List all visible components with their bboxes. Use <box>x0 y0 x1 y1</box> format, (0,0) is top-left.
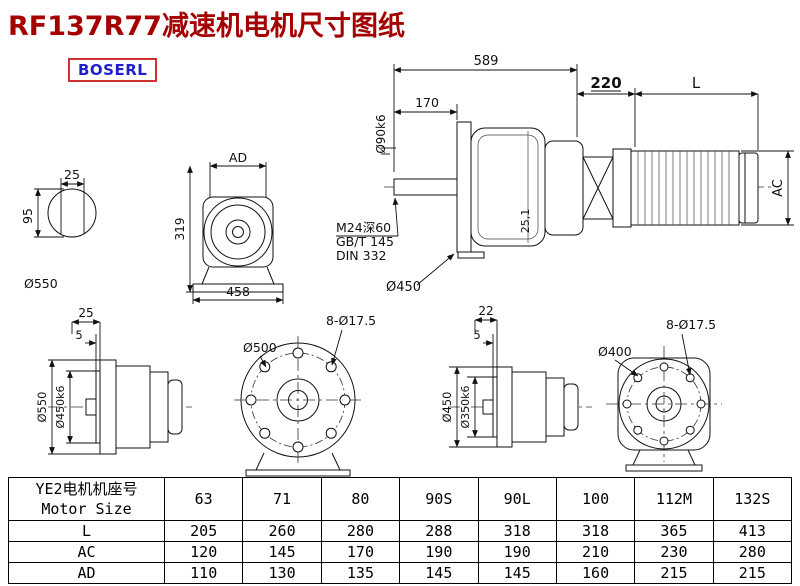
size-cell: 100 <box>555 477 636 521</box>
dim-key: 25,1 <box>519 209 532 234</box>
value-cell: 215 <box>712 562 793 584</box>
row-label: AC <box>8 541 165 563</box>
value-cell: 170 <box>320 541 401 563</box>
motor-size-header-en: Motor Size <box>41 500 132 518</box>
dim-spigot-depth-large: 5 <box>75 328 82 342</box>
dim-flange-od-small: Ø450 <box>440 391 454 422</box>
row-label: L <box>8 520 165 542</box>
value-cell: 120 <box>163 541 244 563</box>
size-cell: 112M <box>634 477 714 521</box>
dim-bolt-holes-small: 8-Ø17.5 <box>666 317 716 332</box>
value-cell: 110 <box>163 562 244 584</box>
dim-flange-thickness-small: 22 <box>478 304 493 318</box>
view-flange-side-large: 25 5 Ø550 Ø450k6 <box>35 306 192 455</box>
size-cell: 63 <box>163 477 244 521</box>
dim-shaft-dia: Ø90k6 <box>374 114 388 153</box>
table-row-sizes: YE2电机机座号 Motor Size 63 71 80 90S 90L 100… <box>8 477 793 521</box>
note-thread: M24深60 <box>336 220 391 235</box>
motor-size-header: YE2电机机座号 Motor Size <box>8 477 165 521</box>
dim-adapter-length: 220 <box>590 74 621 92</box>
note-standard-2: DIN 332 <box>336 248 387 263</box>
dim-motor-length: L <box>692 74 701 92</box>
value-cell: 280 <box>712 541 793 563</box>
view-flange-face-small: Ø400 8-Ø17.5 <box>598 317 722 472</box>
value-cell: 145 <box>399 562 479 584</box>
value-cell: 145 <box>477 562 557 584</box>
technical-drawing: 25 95 Ø550 AD 319 458 <box>20 54 794 477</box>
value-cell: 210 <box>555 541 636 563</box>
value-cell: 205 <box>163 520 244 542</box>
value-cell: 318 <box>477 520 557 542</box>
dim-bolt-holes-large: 8-Ø17.5 <box>326 313 376 328</box>
page-title: RF137R77减速机电机尺寸图纸 <box>8 11 405 42</box>
size-cell: 90L <box>477 477 557 521</box>
motor-size-header-cn: YE2电机机座号 <box>35 479 138 498</box>
value-cell: 230 <box>634 541 714 563</box>
dim-shaft-height: 95 <box>20 208 35 224</box>
view-flange-face-large: Ø500 8-Ø17.5 <box>234 313 376 477</box>
dim-flange-od-large: Ø550 <box>35 391 49 422</box>
size-cell: 71 <box>242 477 322 521</box>
row-label: AD <box>8 562 165 584</box>
dim-bolt-circle-large: Ø500 <box>243 340 277 355</box>
dim-shaft-key-width: 25 <box>64 167 80 182</box>
value-cell: 130 <box>242 562 322 584</box>
dim-total-length: 589 <box>474 54 499 69</box>
value-cell: 318 <box>555 520 636 542</box>
size-cell: 132S <box>712 477 793 521</box>
dim-spigot-dia-small: Ø350k6 <box>459 385 472 428</box>
dim-spigot-depth-small: 5 <box>473 328 480 342</box>
table-row-l: L 205 260 280 288 318 318 365 413 <box>8 520 793 542</box>
boserl-logo: BOSERL <box>68 58 158 82</box>
dim-spigot-dia-large: Ø450k6 <box>54 385 67 428</box>
value-cell: 160 <box>555 562 636 584</box>
value-cell: 260 <box>242 520 322 542</box>
view-gearbox-front: AD 319 458 <box>173 150 284 304</box>
value-cell: 135 <box>320 562 401 584</box>
dim-front-width: 458 <box>226 284 250 299</box>
size-cell: 80 <box>320 477 401 521</box>
dim-flange-thickness-large: 25 <box>78 306 93 320</box>
value-cell: 215 <box>634 562 714 584</box>
table-row-ad: AD 110 130 135 145 145 160 215 215 <box>8 562 793 584</box>
dim-motor-dia: AC <box>771 179 786 197</box>
value-cell: 365 <box>634 520 714 542</box>
value-cell: 190 <box>477 541 557 563</box>
dim-shaft-dia: Ø550 <box>24 276 58 291</box>
value-cell: 190 <box>399 541 479 563</box>
size-cell: 90S <box>399 477 479 521</box>
view-assembly-side: 589 170 Ø90k6 M24深60 GB/T 145 DIN 332 Ø4… <box>336 54 794 295</box>
dim-bolt-circle-small: Ø400 <box>598 344 632 359</box>
value-cell: 145 <box>242 541 322 563</box>
dim-front-ad: AD <box>229 150 247 165</box>
dimension-table: YE2电机机座号 Motor Size 63 71 80 90S 90L 100… <box>8 477 793 584</box>
dim-front-height: 319 <box>173 218 187 241</box>
value-cell: 288 <box>399 520 479 542</box>
dim-shaft-length: 170 <box>415 95 439 110</box>
value-cell: 280 <box>320 520 401 542</box>
note-standard-1: GB/T 145 <box>336 234 394 249</box>
value-cell: 413 <box>712 520 793 542</box>
view-flange-side-small: 22 5 Ø450 Ø350k6 <box>440 304 592 448</box>
view-shaft-section: 25 95 Ø550 <box>20 167 97 291</box>
table-row-ac: AC 120 145 170 190 190 210 230 280 <box>8 541 793 563</box>
dim-flange-dia: Ø450 <box>386 280 421 295</box>
